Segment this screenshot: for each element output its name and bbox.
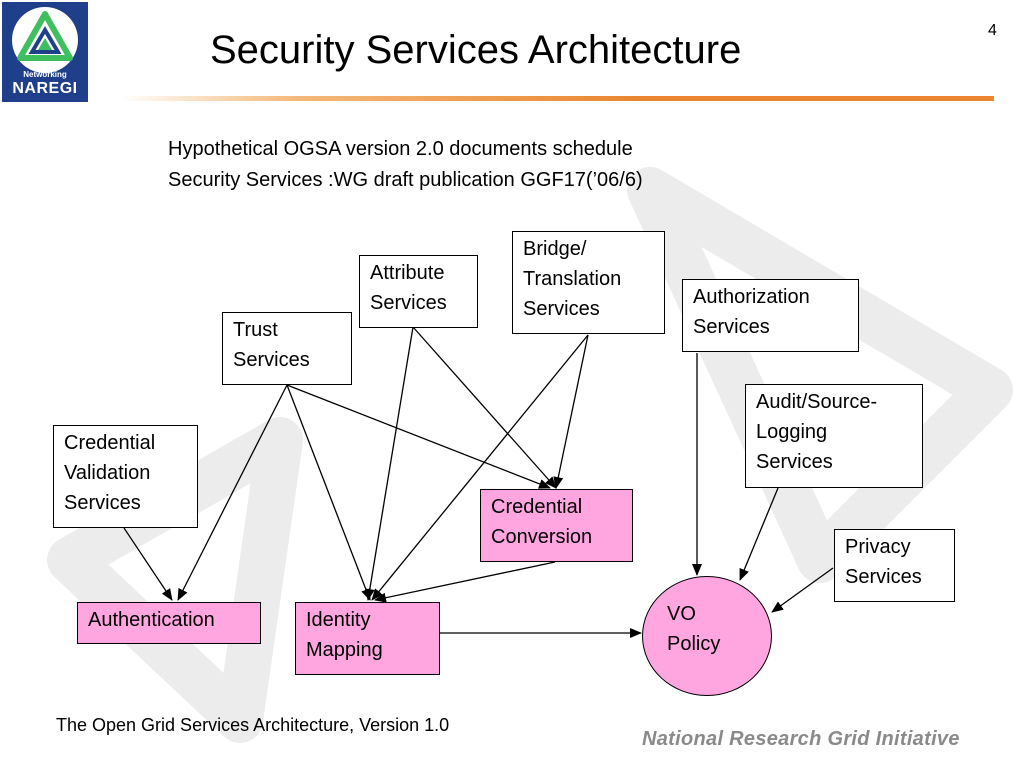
authorization-services-box: Authorization Services: [682, 279, 859, 352]
edge-trust-to-identity: [286, 384, 371, 601]
edge-trust-to-conversion: [286, 384, 551, 489]
node-label-line: Authentication: [88, 609, 215, 631]
node-label-line: Authorization: [693, 286, 810, 308]
edge-conversion-to-identity: [374, 561, 556, 603]
edge-credval-to-authentication: [123, 527, 173, 601]
node-label-line: Services: [693, 316, 770, 338]
footer-brand: National Research Grid Initiative: [642, 728, 960, 750]
subtitle: Hypothetical OGSA version 2.0 documents …: [168, 134, 643, 196]
edge-bridge-to-identity: [371, 334, 589, 601]
node-label-line: Privacy: [845, 536, 911, 558]
node-label-line: Logging: [756, 421, 828, 443]
trust-services-box: Trust Services: [222, 312, 352, 385]
naregi-logo: Networking NAREGI: [2, 2, 88, 102]
vo-policy-circle: VO Policy: [642, 576, 772, 696]
authentication-box: Authentication: [77, 602, 261, 644]
node-label-line: Attribute: [370, 262, 445, 284]
node-label-line: Credential: [64, 432, 156, 454]
edge-attribute-to-identity: [364, 326, 414, 601]
bridge-translation-services-box: Bridge/ Translation Services: [512, 231, 665, 334]
page-title: Security Services Architecture: [210, 28, 742, 72]
node-label-line: VO: [667, 603, 696, 625]
edge-audit-to-vo: [739, 487, 779, 581]
node-label-line: Services: [370, 292, 447, 314]
title-divider: [120, 96, 994, 101]
node-label-line: Validation: [64, 462, 151, 484]
credential-conversion-box: Credential Conversion: [480, 489, 633, 562]
credential-validation-services-box: Credential Validation Services: [53, 425, 198, 528]
node-label-line: Services: [756, 451, 833, 473]
node-label-line: Credential: [491, 496, 583, 518]
logo-networking-text: Networking: [23, 70, 67, 79]
vo-policy-label: VO Policy: [667, 599, 720, 659]
edge-trust-to-authentication: [177, 384, 288, 601]
node-label-line: Services: [64, 492, 141, 514]
privacy-services-box: Privacy Services: [834, 529, 955, 602]
node-label-line: Conversion: [491, 526, 593, 548]
footer-reference: The Open Grid Services Architecture, Ver…: [56, 715, 450, 735]
node-label-line: Trust: [233, 319, 278, 341]
subtitle-line-2: Security Services :WG draft publication …: [168, 169, 643, 191]
node-label-line: Audit/Source-: [756, 391, 878, 413]
edge-bridge-to-conversion: [553, 334, 589, 489]
attribute-services-box: Attribute Services: [359, 255, 478, 328]
node-label-line: Policy: [667, 633, 721, 655]
logo-name: NAREGI: [12, 80, 78, 97]
node-label-line: Mapping: [306, 639, 383, 661]
page-number: 4: [988, 22, 997, 39]
subtitle-line-1: Hypothetical OGSA version 2.0 documents …: [168, 138, 633, 160]
audit-logging-services-box: Audit/Source- Logging Services: [745, 384, 923, 488]
node-label-line: Identity: [306, 609, 371, 631]
edge-attribute-to-conversion: [412, 326, 557, 489]
identity-mapping-box: Identity Mapping: [295, 602, 440, 675]
edge-privacy-to-vo: [771, 567, 834, 613]
node-label-line: Bridge/: [523, 238, 587, 260]
node-label-line: Translation: [523, 268, 622, 290]
node-label-line: Services: [845, 566, 922, 588]
logo-triangle-icon: [12, 7, 78, 73]
node-label-line: Services: [233, 349, 310, 371]
node-label-line: Services: [523, 298, 600, 320]
